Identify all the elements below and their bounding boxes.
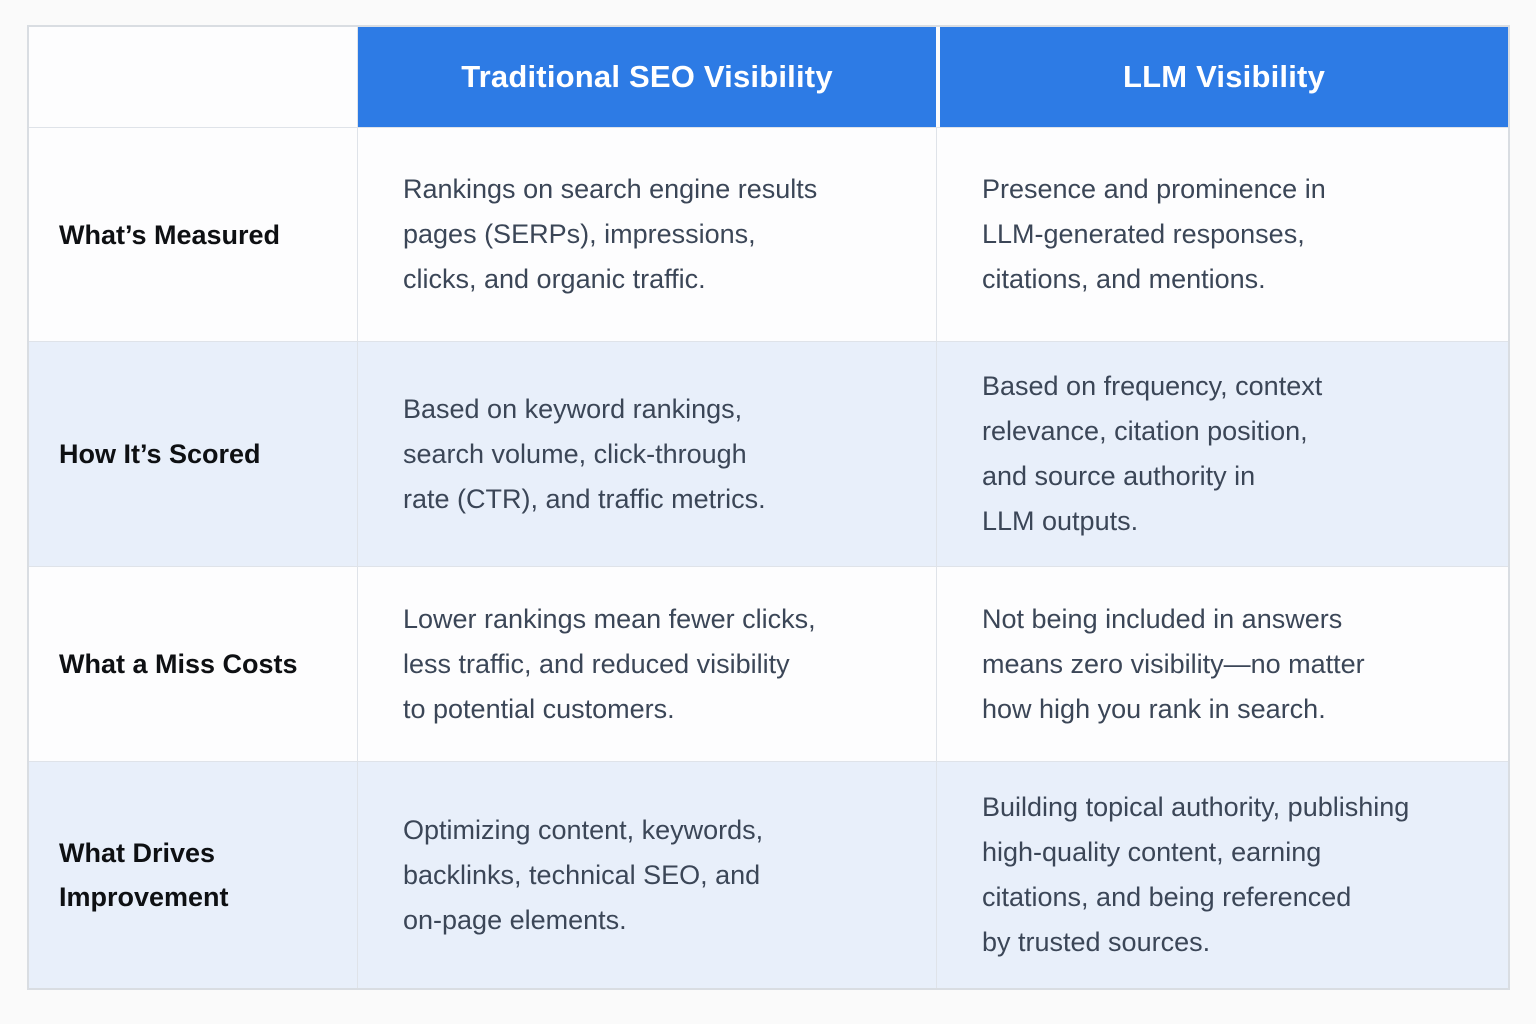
row-label-whats-measured: What’s Measured: [29, 127, 357, 341]
cell-what-drives-improvement-llm: Building topical authority, publishing h…: [936, 761, 1508, 988]
cell-how-its-scored-seo: Based on keyword rankings, search volume…: [357, 341, 936, 566]
row-label-how-its-scored: How It’s Scored: [29, 341, 357, 566]
cell-what-a-miss-costs-seo: Lower rankings mean fewer clicks, less t…: [357, 566, 936, 761]
row-label-what-drives-improvement: What Drives Improvement: [29, 761, 357, 988]
cell-what-a-miss-costs-llm: Not being included in answers means zero…: [936, 566, 1508, 761]
cell-what-drives-improvement-seo: Optimizing content, keywords, backlinks,…: [357, 761, 936, 988]
header-corner-cell: [29, 27, 357, 127]
cell-how-its-scored-llm: Based on frequency, context relevance, c…: [936, 341, 1508, 566]
header-llm: LLM Visibility: [936, 27, 1508, 127]
cell-whats-measured-llm: Presence and prominence in LLM-generated…: [936, 127, 1508, 341]
header-traditional-seo: Traditional SEO Visibility: [357, 27, 936, 127]
row-label-what-a-miss-costs: What a Miss Costs: [29, 566, 357, 761]
cell-whats-measured-seo: Rankings on search engine results pages …: [357, 127, 936, 341]
comparison-table: Traditional SEO Visibility LLM Visibilit…: [27, 25, 1510, 990]
